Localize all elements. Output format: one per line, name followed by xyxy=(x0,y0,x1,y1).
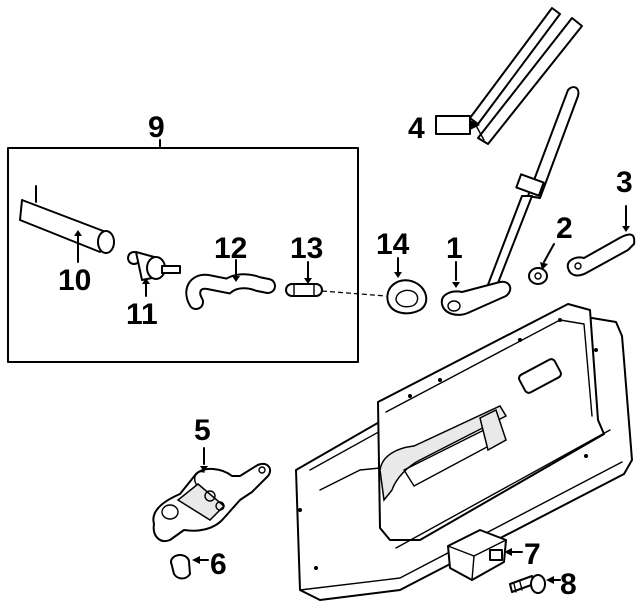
tailgate-panel xyxy=(295,303,633,601)
part-4-wiper-blade xyxy=(435,7,583,145)
callout-10: 10 xyxy=(58,264,91,297)
part-5-wiper-motor xyxy=(152,447,272,542)
callout-5: 5 xyxy=(194,414,211,447)
callout-6: 6 xyxy=(210,548,227,581)
callout-13: 13 xyxy=(290,232,323,265)
callout-14: 14 xyxy=(376,228,410,261)
part-10-hose xyxy=(19,185,115,263)
part-14-grommet xyxy=(386,257,428,315)
callout-7: 7 xyxy=(524,538,541,571)
callout-4: 4 xyxy=(408,112,425,145)
part-8-bolt xyxy=(509,574,561,594)
callout-2: 2 xyxy=(556,212,573,245)
callout-8: 8 xyxy=(560,568,577,601)
part-12-elbow-hose xyxy=(185,259,276,310)
part-3-pivot-cover xyxy=(566,205,636,277)
part-13-connector xyxy=(285,261,323,297)
part-11-check-valve xyxy=(127,251,181,297)
callout-1: 1 xyxy=(446,232,463,265)
callout-9: 9 xyxy=(148,111,165,144)
callout-12: 12 xyxy=(214,232,247,265)
part-7-module xyxy=(447,529,523,581)
part-2-nut xyxy=(528,243,555,285)
part-6-bushing xyxy=(170,554,209,580)
callout-3: 3 xyxy=(616,166,633,199)
kit-group-box xyxy=(7,139,359,363)
part-1-wiper-arm xyxy=(440,86,580,316)
hose-routing-line xyxy=(321,290,387,297)
callout-11: 11 xyxy=(126,298,158,331)
